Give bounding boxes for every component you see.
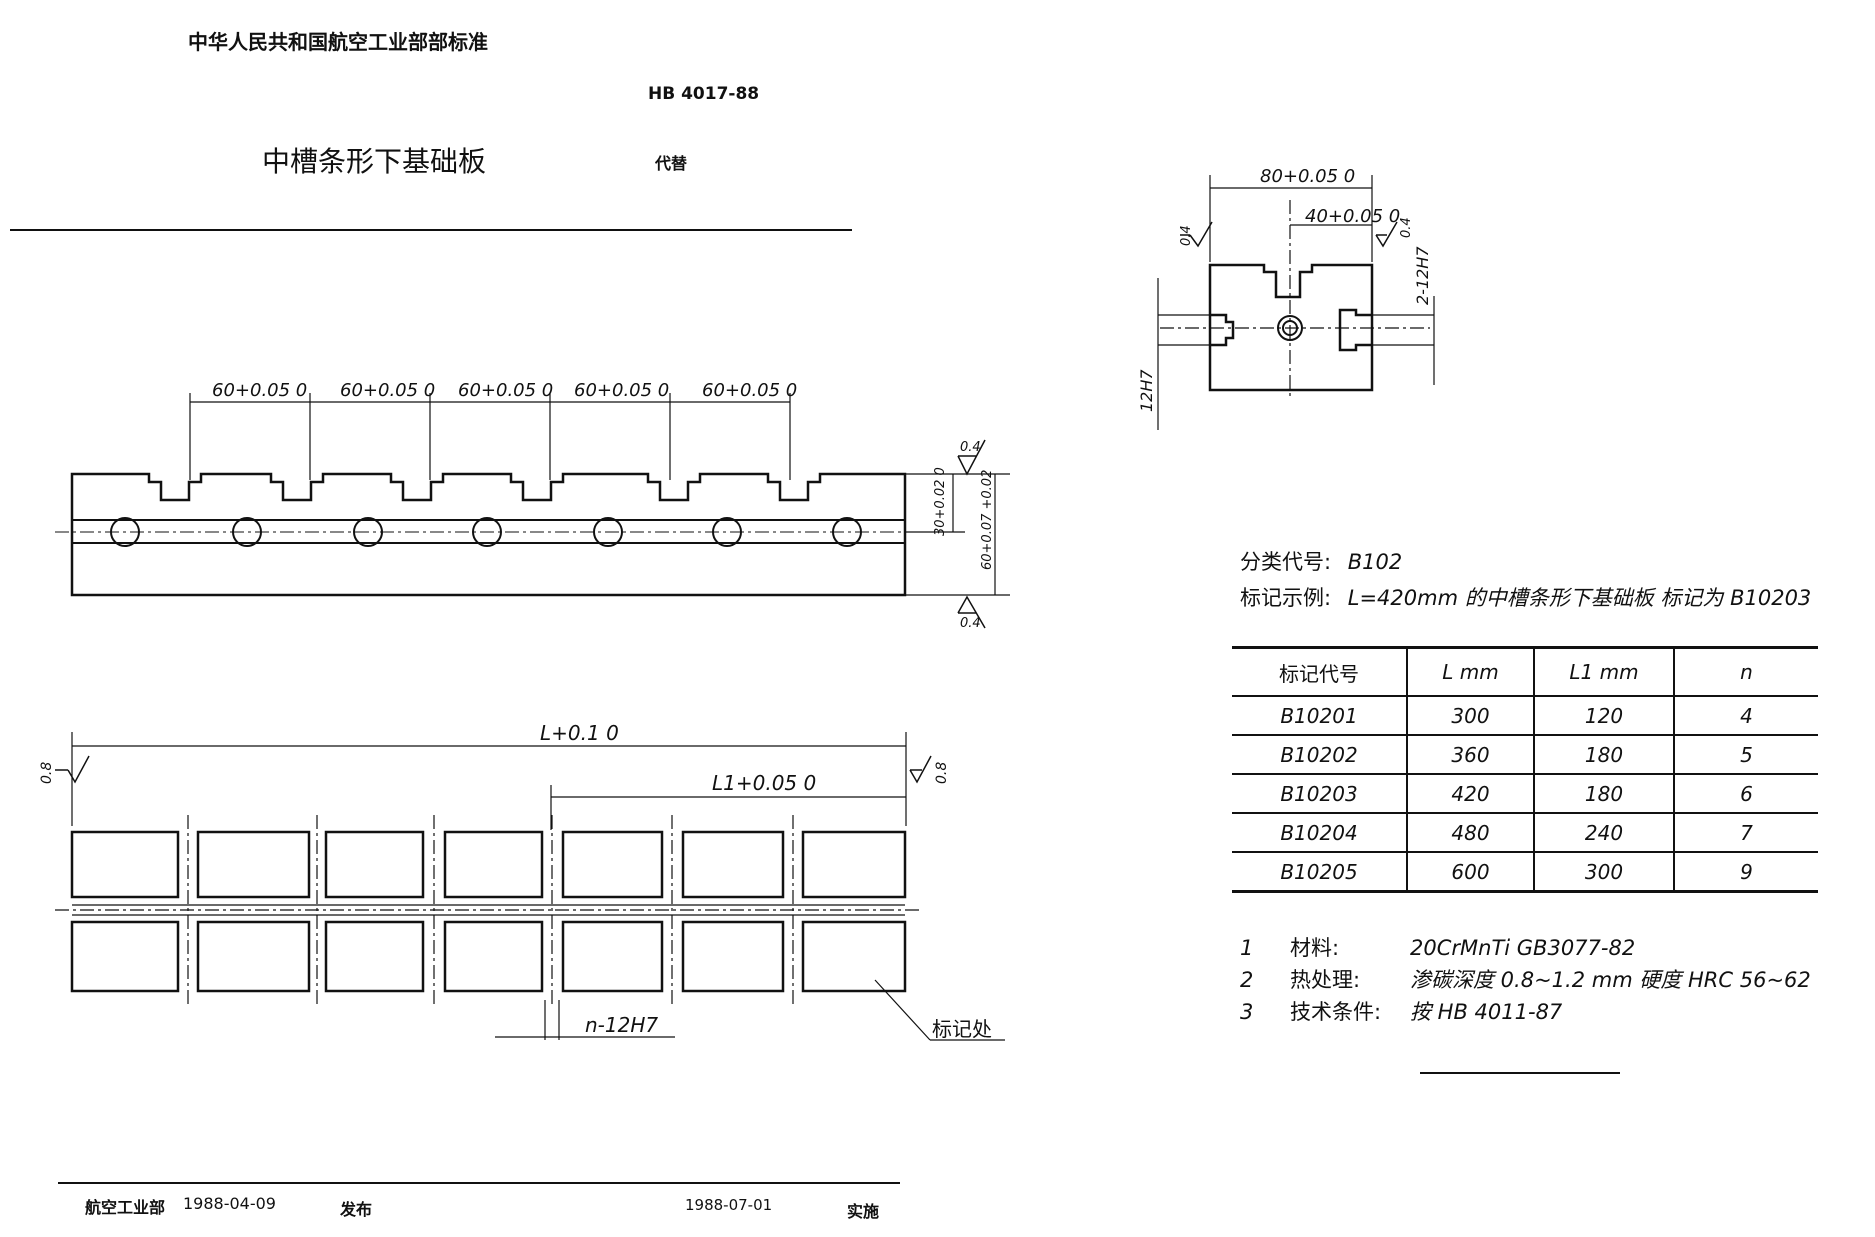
cell-n: 9 [1673,852,1818,893]
footer-issuer: 航空工业部 [85,1198,166,1217]
cell-code: B10204 [1232,813,1407,853]
table-row: B10202 360 180 5 [1232,735,1818,775]
cell-L1: 240 [1533,813,1674,853]
footer-issue-date: 1988-04-09 [183,1194,276,1213]
standard-number: HB 4017-88 [648,84,760,104]
plan-view [55,732,1005,1041]
cell-L: 480 [1406,813,1534,853]
note-text: 20CrMnTi GB3077-82 [1410,936,1636,960]
col-header-L: L mm [1406,646,1534,697]
classification-label: 分类代号: [1240,550,1332,574]
roughness-side-left-icon [1180,221,1213,248]
top-view-holes [110,517,862,547]
designation-table: 标记代号 L mm L1 mm n B10201 300 120 4 B1020… [1232,646,1818,893]
dim-60: 60+0.07 +0.02 [980,470,995,570]
cell-code: B10205 [1232,852,1407,893]
table-header-row: 标记代号 L mm L1 mm n [1232,646,1818,697]
notes-end-rule [1420,1072,1620,1074]
roughness-right-icon [909,755,932,784]
cell-L1: 180 [1533,774,1674,814]
cell-code: B10203 [1232,774,1407,814]
dim-30: 30+0.02 0 [933,467,948,536]
dim-2-12h7: 2-12H7 [1413,246,1432,305]
classification-line: 分类代号: B102 [1240,546,1402,576]
classification-value: B102 [1347,550,1403,574]
note-number: 2 [1240,968,1254,992]
cell-code: B10201 [1232,696,1407,736]
cell-n: 5 [1673,735,1818,775]
top-view-outline [70,472,907,597]
note-text: 按 HB 4011-87 [1410,1000,1563,1024]
side-view-outline [1208,263,1374,392]
marking-example-line: 标记示例: L=420mm 的中槽条形下基础板 标记为 B10203 [1240,582,1811,612]
note-number: 1 [1240,936,1254,960]
table-row: B10205 600 300 9 [1232,852,1818,893]
cell-L: 600 [1406,852,1534,893]
roughness-bottom-value: 0.4 [960,616,981,631]
roughness-top-value: 0.4 [960,440,981,455]
cell-L: 360 [1406,735,1534,775]
cell-L1: 300 [1533,852,1674,893]
roughness-left-value: 0.8 [39,762,55,784]
mark-location-label: 标记处 [932,1017,992,1041]
cell-L1: 120 [1533,696,1674,736]
dim-L1: L1+0.05 0 [712,771,816,795]
pitch-dim-3: 60+0.05 0 [458,380,553,401]
roughness-bottom-icon [957,595,986,629]
cell-n: 4 [1673,696,1818,736]
footer-rule [58,1182,900,1184]
cell-L: 300 [1406,696,1534,736]
replaces-label: 代替 [655,154,688,173]
cell-n: 7 [1673,813,1818,853]
pitch-dim-2: 60+0.05 0 [340,380,435,401]
side-view [1157,175,1435,430]
note-label: 热处理: [1290,968,1361,992]
note-item: 3 技术条件: 按 HB 4011-87 [1240,996,1811,1028]
top-view [55,393,1010,629]
note-label: 技术条件: [1290,1000,1382,1024]
roughness-top-icon [957,439,986,476]
cell-L1: 180 [1533,735,1674,775]
roughness-side-right-value: 0.4 [1399,217,1414,238]
roughness-side-left-value: 0.4 [1179,225,1194,246]
table-row: B10201 300 120 4 [1232,696,1818,736]
document-title: 中槽条形下基础板 [262,145,487,178]
cell-L: 420 [1406,774,1534,814]
marking-example-value: L=420mm 的中槽条形下基础板 标记为 B10203 [1347,586,1812,610]
col-header-L1: L1 mm [1533,646,1674,697]
header-rule [10,229,852,231]
dim-n-12h7: n-12H7 [585,1013,658,1037]
note-item: 1 材料: 20CrMnTi GB3077-82 [1240,932,1811,964]
dim-12h7: 12H7 [1137,369,1156,412]
pitch-dim-5: 60+0.05 0 [702,380,797,401]
marking-example-label: 标记示例: [1240,586,1332,610]
note-text: 渗碳深度 0.8~1.2 mm 硬度 HRC 56~62 [1410,968,1811,992]
dim-40: 40+0.05 0 [1305,206,1400,227]
table-row: B10204 480 240 7 [1232,813,1818,853]
footer-implement-word: 实施 [847,1202,880,1221]
org-title: 中华人民共和国航空工业部部标准 [188,30,488,54]
footer-implement-date: 1988-07-01 [685,1196,773,1214]
pitch-dim-1: 60+0.05 0 [212,380,307,401]
col-header-code: 标记代号 [1232,646,1407,697]
col-header-n: n [1673,646,1818,697]
plan-slot-grid [70,830,907,993]
roughness-side-right-icon [1375,221,1398,248]
table-row: B10203 420 180 6 [1232,774,1818,814]
footer-issue-word: 发布 [340,1200,373,1219]
cell-code: B10202 [1232,735,1407,775]
dim-80: 80+0.05 0 [1260,166,1355,187]
pitch-dim-4: 60+0.05 0 [574,380,669,401]
roughness-left-icon [55,755,90,784]
note-label: 材料: [1290,936,1340,960]
cell-n: 6 [1673,774,1818,814]
roughness-right-value: 0.8 [934,762,950,784]
note-item: 2 热处理: 渗碳深度 0.8~1.2 mm 硬度 HRC 56~62 [1240,964,1811,996]
dim-L: L+0.1 0 [540,721,619,745]
technical-notes: 1 材料: 20CrMnTi GB3077-82 2 热处理: 渗碳深度 0.8… [1240,932,1811,1028]
note-number: 3 [1240,1000,1254,1024]
